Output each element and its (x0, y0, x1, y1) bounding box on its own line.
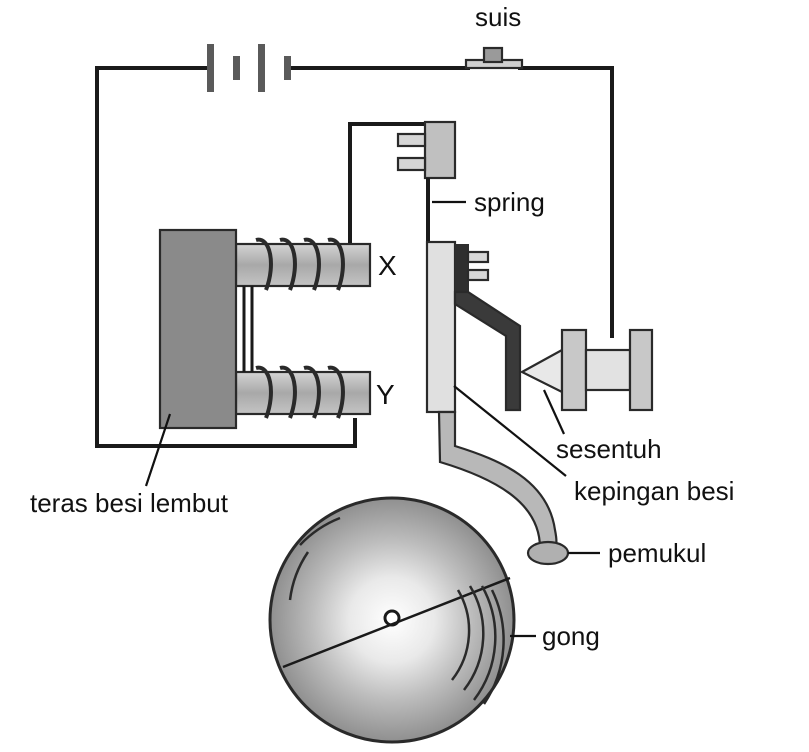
electromagnet (158, 228, 372, 430)
battery-cell-short-1 (233, 56, 240, 80)
contact-arm (453, 290, 522, 412)
battery-cell-short-2 (284, 56, 291, 80)
contact-flange-left (560, 328, 588, 412)
wire-coil-to-spring (348, 122, 425, 248)
leader-lines (144, 200, 600, 638)
battery-cell-long-1 (207, 44, 214, 92)
contact-shaft (584, 348, 632, 392)
wire-left (95, 66, 357, 448)
gong (268, 496, 516, 744)
battery-cell-long-2 (258, 44, 265, 92)
gong-label: gong (542, 621, 600, 651)
leader-core (144, 413, 172, 487)
wire-switch-right (518, 66, 614, 338)
armature-clip (455, 244, 469, 292)
spring-label: spring (474, 187, 545, 217)
soft-iron-core (158, 228, 238, 430)
contact-label: sesentuh (556, 434, 662, 464)
switch-label: suis (475, 2, 521, 32)
spring-screw-bottom (396, 156, 427, 172)
armature-clip-screw-2 (466, 268, 490, 282)
armature-clip-screw-1 (466, 250, 490, 264)
hammer-head (526, 540, 570, 566)
switch-button (482, 46, 504, 64)
spring-holder-block (423, 120, 457, 180)
gong-ridges-right (451, 585, 505, 705)
switch: suis (464, 2, 524, 70)
circuit-wires (95, 66, 614, 448)
soft-iron-core-label: teras besi lembut (30, 488, 229, 518)
contact-screw-assembly (519, 328, 654, 412)
spring-holder (396, 120, 457, 180)
iron-armature (425, 240, 522, 414)
contact-tip (519, 348, 564, 394)
battery (207, 44, 291, 92)
hammer-label: pemukul (608, 538, 706, 568)
leader-contact (542, 389, 566, 435)
coil-y-windings (255, 365, 345, 419)
armature-label: kepingan besi (574, 476, 734, 506)
coil-y-label: Y (376, 379, 395, 410)
gong-ridges-left (288, 516, 341, 601)
gong-diameter-line (282, 576, 511, 669)
coil-y-core (234, 370, 372, 416)
coil-x-windings (255, 237, 345, 291)
spring-screw-top (396, 132, 427, 148)
coil-x-label: X (378, 250, 397, 281)
armature-bar (425, 240, 457, 414)
contact-flange-right (628, 328, 654, 412)
leader-armature (453, 385, 567, 477)
coil-x-core (234, 242, 372, 288)
